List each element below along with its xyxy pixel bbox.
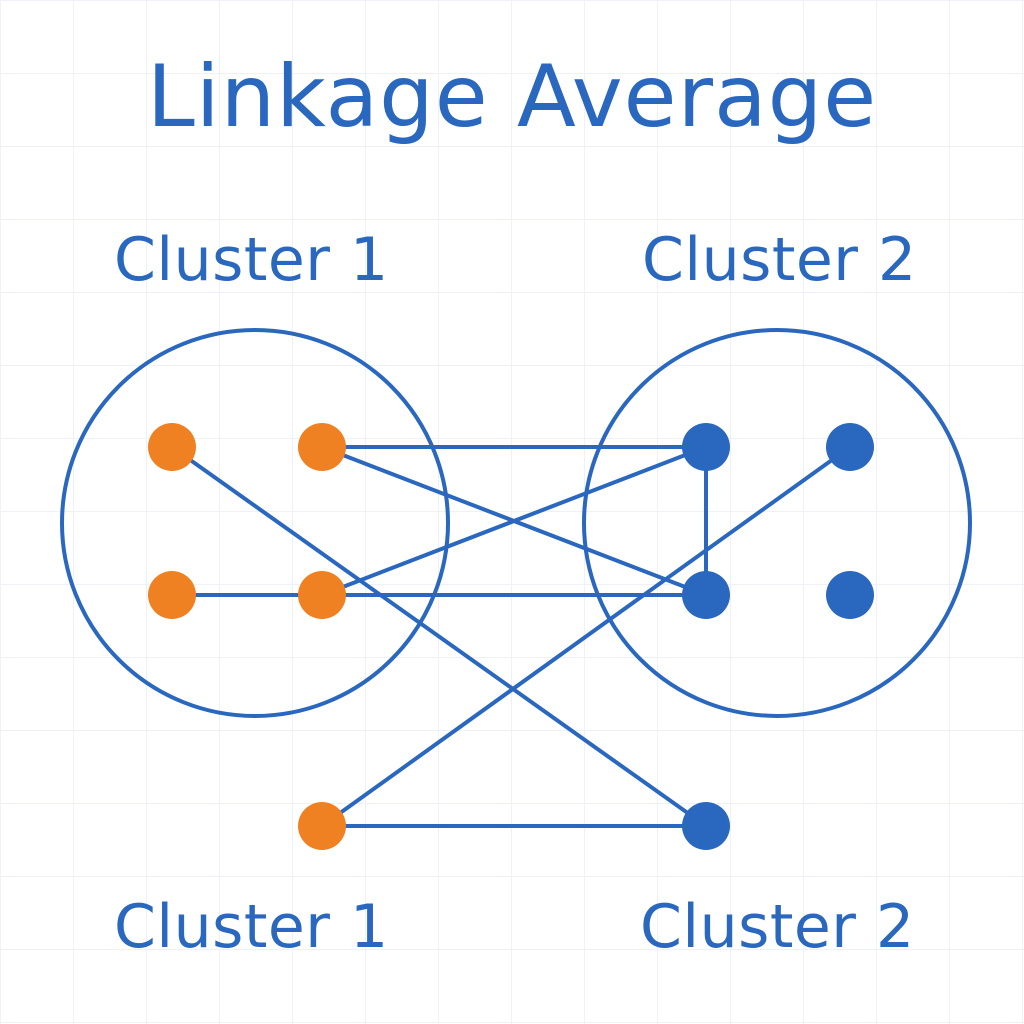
cluster-1-point xyxy=(148,571,196,619)
cluster-2-point xyxy=(682,802,730,850)
cluster-2-boundary xyxy=(582,328,972,718)
cluster-2-point xyxy=(682,423,730,471)
cluster-2-points xyxy=(682,423,874,850)
edge xyxy=(320,445,852,828)
linkage-edges xyxy=(170,445,852,828)
edge xyxy=(170,445,708,828)
cluster-1-point xyxy=(148,423,196,471)
cluster-1-points xyxy=(148,423,346,850)
cluster-1-label-bottom: Cluster 1 xyxy=(114,892,389,962)
edge xyxy=(320,445,708,597)
cluster-1-point xyxy=(298,571,346,619)
diagram-title: Linkage Average xyxy=(146,47,878,147)
cluster-1-point xyxy=(298,423,346,471)
cluster-1-boundary xyxy=(60,328,450,718)
cluster-2-label-top: Cluster 2 xyxy=(642,225,917,295)
cluster-2-label-bottom: Cluster 2 xyxy=(640,892,915,962)
cluster-2-point xyxy=(826,423,874,471)
cluster-1-point xyxy=(298,802,346,850)
cluster-2-point xyxy=(682,571,730,619)
cluster-1-label-top: Cluster 1 xyxy=(114,225,389,295)
cluster-2-point xyxy=(826,571,874,619)
